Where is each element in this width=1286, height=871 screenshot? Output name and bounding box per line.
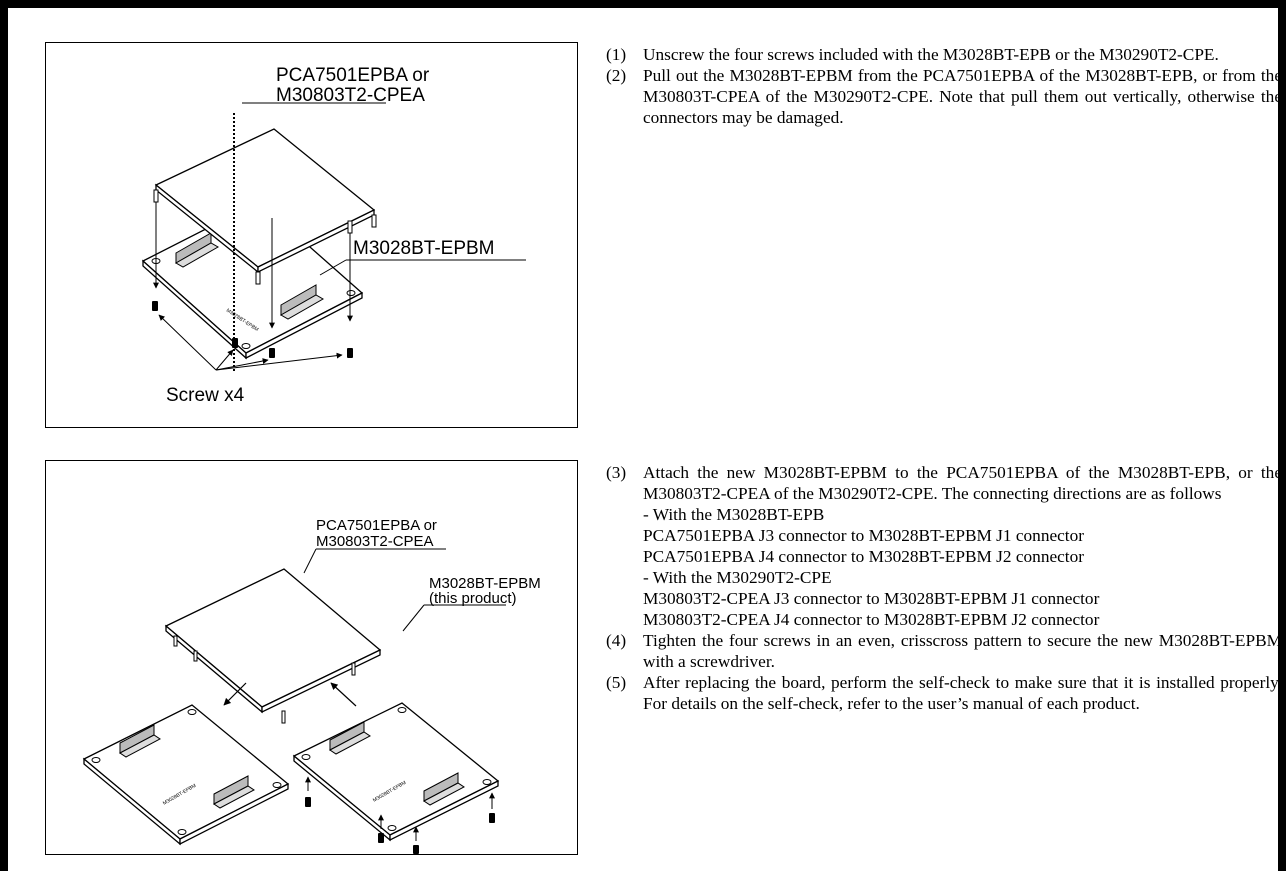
step-item: (4) Tighten the four screws in an even, … [606, 630, 1282, 672]
figure-attach-board: M3028BT-EPBM M3028BT-EPBM [45, 460, 578, 855]
step-number: (1) [606, 45, 627, 64]
label-top-line2: M30803T2-CPEA [276, 85, 425, 106]
left-board: M3028BT-EPBM [82, 704, 290, 846]
right-board: M3028BT-EPBM [292, 702, 500, 842]
step-number: (2) [606, 66, 627, 85]
step-text: Attach the new M3028BT-EPBM to the PCA75… [643, 463, 1282, 503]
step-item: (1) Unscrew the four screws included wit… [606, 44, 1282, 65]
label-screws: Screw x4 [166, 385, 245, 406]
screw-icon [305, 776, 495, 854]
figure-remove-board-diagram: M3028BT-EPBM [141, 65, 526, 406]
connection-line: - With the M3028BT-EPB [643, 505, 825, 524]
upper-board [153, 128, 377, 285]
step-item: (5) After replacing the board, perform t… [606, 672, 1282, 714]
step-text: Tighten the four screws in an even, cris… [643, 631, 1282, 671]
connection-line: - With the M30290T2-CPE [643, 568, 832, 587]
label-top-line2: M30803T2-CPEA [316, 533, 434, 550]
screw-icon [152, 301, 353, 358]
connection-line: M30803T2-CPEA J4 connector to M3028BT-EP… [643, 610, 1100, 629]
connection-line: PCA7501EPBA J3 connector to M3028BT-EPBM… [643, 526, 1084, 545]
label-top-line1: PCA7501EPBA or [316, 517, 437, 534]
label-board: M3028BT-EPBM [353, 238, 495, 259]
step-text: Unscrew the four screws included with th… [643, 45, 1219, 64]
connection-line: PCA7501EPBA J4 connector to M3028BT-EPBM… [643, 547, 1084, 566]
step-number: (3) [606, 463, 627, 482]
label-product-line1: M3028BT-EPBM [429, 575, 541, 592]
lower-board: M3028BT-EPBM [141, 201, 364, 360]
figure-remove-board: M3028BT-EPBM [45, 42, 578, 428]
step-text: Pull out the M3028BT-EPBM from the PCA75… [643, 66, 1282, 127]
steps-remove: (1) Unscrew the four screws included wit… [606, 44, 1282, 128]
label-product-line2: (this product) [429, 590, 517, 607]
connection-line: M30803T2-CPEA J3 connector to M3028BT-EP… [643, 589, 1100, 608]
step-item: (3) Attach the new M3028BT-EPBM to the P… [606, 462, 1282, 630]
step-text: After replacing the board, perform the s… [643, 673, 1282, 713]
steps-attach: (3) Attach the new M3028BT-EPBM to the P… [606, 462, 1282, 714]
figure-attach-board-diagram: M3028BT-EPBM M3028BT-EPBM [82, 517, 541, 854]
label-top-line1: PCA7501EPBA or [276, 65, 430, 86]
step-number: (4) [606, 631, 627, 650]
upper-board [164, 568, 382, 724]
step-item: (2) Pull out the M3028BT-EPBM from the P… [606, 65, 1282, 128]
step-number: (5) [606, 673, 627, 692]
